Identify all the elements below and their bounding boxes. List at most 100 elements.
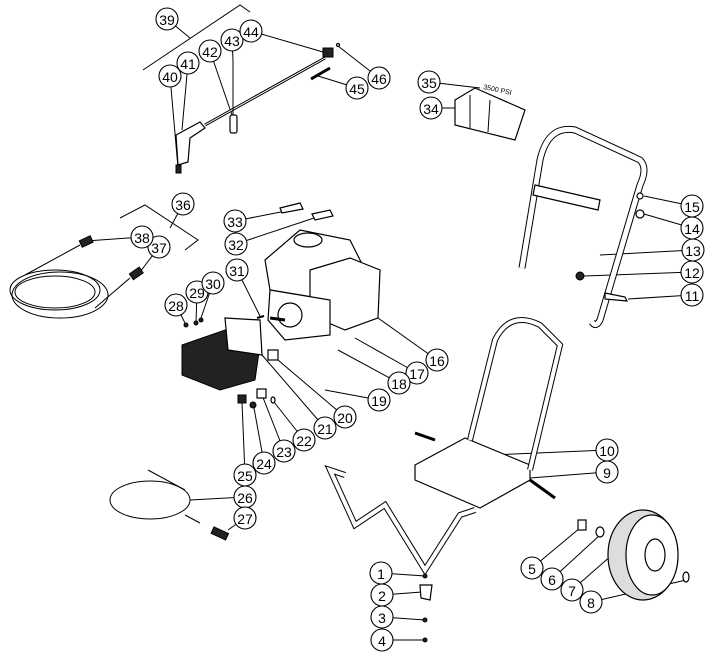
callout-19: 19 <box>367 388 391 412</box>
callout-circle <box>233 506 257 530</box>
callout-circle <box>520 556 544 580</box>
callout-16: 16 <box>425 348 449 372</box>
callout-number: 38 <box>134 230 150 246</box>
bolt-15 <box>636 192 644 200</box>
leader-line-9 <box>529 471 608 479</box>
callout-6: 6 <box>540 567 564 591</box>
callout-8: 8 <box>579 590 603 614</box>
knob-12 <box>575 271 585 281</box>
callout-circle <box>220 28 244 52</box>
callout-circle <box>680 194 704 218</box>
engine <box>256 202 381 341</box>
callout-42: 42 <box>198 39 222 63</box>
filter-27 <box>210 526 230 541</box>
cleaning-tool-45 <box>310 66 331 81</box>
callout-circle <box>387 371 411 395</box>
foot-2 <box>419 584 433 601</box>
leader-line-42 <box>209 50 234 119</box>
leader-line-17 <box>354 337 418 374</box>
frame <box>324 317 564 643</box>
callout-number: 13 <box>685 243 701 259</box>
callout-44: 44 <box>239 19 263 43</box>
callout-number: 33 <box>227 214 243 230</box>
leader-line-25 <box>241 401 246 476</box>
fitting-23 <box>256 388 267 399</box>
callout-5: 5 <box>520 556 544 580</box>
callout-23: 23 <box>272 439 296 463</box>
callout-circle <box>198 39 222 63</box>
callout-circle <box>130 225 154 249</box>
detergent-hose <box>109 469 230 541</box>
callout-35: 35 <box>417 70 441 94</box>
callout-number: 23 <box>276 444 292 460</box>
decal-33 <box>279 202 304 214</box>
callout-number: 19 <box>371 393 387 409</box>
callout-number: 39 <box>159 12 175 28</box>
callout-number: 12 <box>684 265 700 281</box>
callout-number: 43 <box>224 33 240 49</box>
callout-28: 28 <box>164 293 188 317</box>
callout-37: 37 <box>147 235 171 259</box>
o-ring-46 <box>335 42 341 48</box>
callout-30: 30 <box>201 271 225 295</box>
callout-26: 26 <box>233 485 257 509</box>
callout-circle <box>224 232 248 256</box>
callout-number: 17 <box>409 366 425 382</box>
nozzle-44 <box>322 47 334 58</box>
callout-circle <box>252 451 276 475</box>
washer-6 <box>595 526 605 538</box>
callout-31: 31 <box>225 258 249 282</box>
key-31 <box>256 315 265 319</box>
callout-circle <box>201 271 225 295</box>
wheel-assembly <box>577 509 690 601</box>
callout-number: 4 <box>378 633 386 649</box>
nozzle-43 <box>229 114 238 134</box>
callout-number: 1 <box>377 566 385 582</box>
callout-number: 14 <box>684 221 700 237</box>
callout-9: 9 <box>595 460 619 484</box>
callout-circle <box>370 605 394 629</box>
callout-46: 46 <box>367 66 391 90</box>
callout-number: 20 <box>337 410 353 426</box>
callout-circle <box>595 438 619 462</box>
callout-group: 1234567891011121314151617181920212223242… <box>130 7 705 652</box>
callout-circle <box>367 66 391 90</box>
pump <box>181 317 279 409</box>
callout-number: 8 <box>587 595 595 611</box>
callout-21: 21 <box>313 416 337 440</box>
callout-circle <box>225 258 249 282</box>
bolt-11 <box>604 292 629 302</box>
callout-number: 41 <box>180 56 196 72</box>
handle-assembly <box>518 125 648 329</box>
leader-line-44 <box>250 30 324 53</box>
spray-gun-body <box>175 121 206 166</box>
callout-circle <box>560 578 584 602</box>
callout-circle <box>158 64 182 88</box>
leader-line-20 <box>277 359 346 418</box>
callout-circle <box>345 76 369 100</box>
callout-40: 40 <box>158 64 182 88</box>
callout-3: 3 <box>370 605 394 629</box>
callout-circle <box>313 416 337 440</box>
leader-line-21 <box>261 354 326 429</box>
callout-number: 5 <box>528 561 536 577</box>
leader-line-16 <box>377 317 438 361</box>
callout-number: 29 <box>189 285 205 301</box>
callout-number: 25 <box>237 468 253 484</box>
leader-line-18 <box>337 349 400 384</box>
callout-circle <box>579 590 603 614</box>
spray-gun-assembly <box>142 4 341 174</box>
callout-14: 14 <box>680 216 704 240</box>
callout-18: 18 <box>387 371 411 395</box>
callout-39: 39 <box>155 7 179 31</box>
callout-number: 34 <box>423 101 439 117</box>
callout-circle <box>155 7 179 31</box>
callout-22: 22 <box>292 428 316 452</box>
callout-circle <box>272 439 296 463</box>
callout-15: 15 <box>680 194 704 218</box>
callout-11: 11 <box>680 283 704 307</box>
callout-circle <box>425 348 449 372</box>
callout-10: 10 <box>595 438 619 462</box>
callout-12: 12 <box>680 260 704 284</box>
